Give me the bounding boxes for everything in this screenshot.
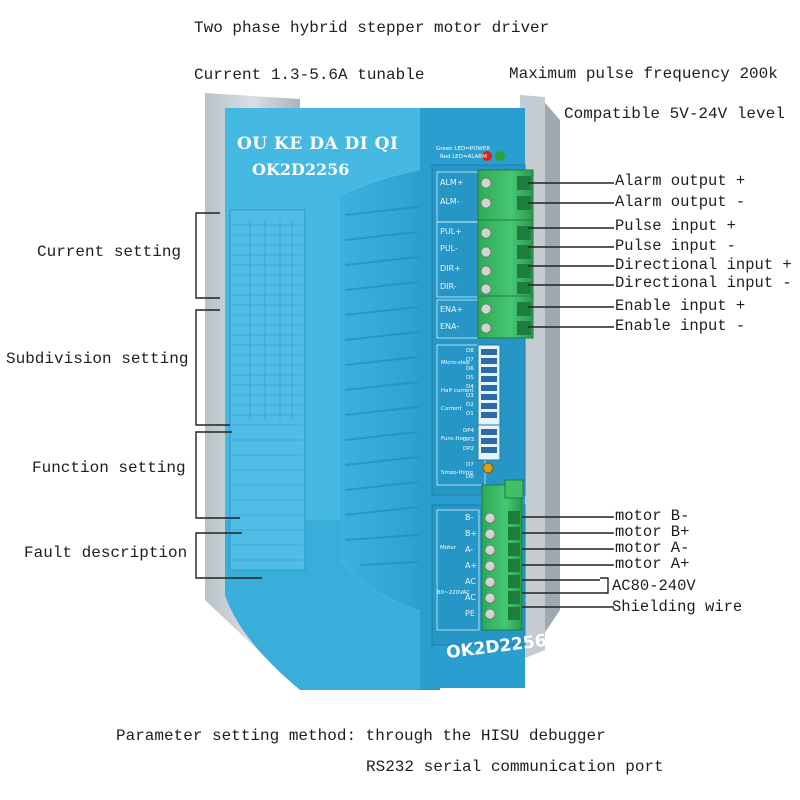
label-alarm-output-minus: Alarm output - xyxy=(615,193,746,211)
dip-group-label: Half current xyxy=(441,388,474,394)
dip-switch-label: D1 xyxy=(466,411,474,417)
led-legend-alarm: Red LED=ALARM xyxy=(440,154,487,160)
spec-current: Current 1.3-5.6A tunable xyxy=(194,66,425,84)
terminal-label: DIR+ xyxy=(440,264,461,273)
page-title: Two phase hybrid stepper motor driver xyxy=(194,19,550,37)
label-directional-input-plus: Directional input + xyxy=(615,256,792,274)
label-enable-input-minus: Enable input - xyxy=(615,317,746,335)
spec-compat: Compatible 5V-24V level xyxy=(564,105,785,123)
body-grooves xyxy=(344,206,419,566)
motor-group-label: Motor xyxy=(440,545,456,551)
dip-switch-label: D8 xyxy=(466,348,474,354)
brand-name: OU KE DA DI QI xyxy=(237,134,399,154)
led-legend-power: Green LED=POWER xyxy=(436,146,491,152)
callout-lines xyxy=(522,182,614,608)
dip-group-label: Smoo-thing xyxy=(441,470,473,476)
terminal-label: DIR- xyxy=(440,282,457,291)
terminal-label: AC xyxy=(465,577,476,586)
footer-port: RS232 serial communication port xyxy=(366,758,664,776)
label-function-setting: Function setting xyxy=(32,459,186,477)
terminal-label: B+ xyxy=(465,529,478,538)
dip-switch-label: D6 xyxy=(466,366,474,372)
terminal-label: PUL+ xyxy=(440,227,462,236)
signal-connectors xyxy=(477,169,534,339)
power-motor-connector xyxy=(481,479,524,631)
label-directional-input-minus: Directional input - xyxy=(615,274,792,292)
dip-group-label: Func-tion xyxy=(441,436,467,442)
terminal-label: ENA- xyxy=(440,322,460,331)
dip-group-label: Micro-step xyxy=(441,360,470,366)
terminal-label: A+ xyxy=(465,561,478,570)
terminal-label: ENA+ xyxy=(440,305,464,314)
label-shielding-wire: Shielding wire xyxy=(612,598,743,616)
label-ac-input: AC80-240V xyxy=(612,577,696,595)
label-motor-b-minus: motor B- xyxy=(615,507,690,525)
dip-switch-bank xyxy=(477,344,501,474)
label-motor-a-minus: motor A- xyxy=(615,539,690,557)
terminal-label: PUL- xyxy=(440,244,458,253)
status-leds xyxy=(482,151,505,161)
dip-switch-label: D3 xyxy=(466,393,474,399)
dip-switch-label: DP4 xyxy=(463,428,475,434)
spec-max-pulse: Maximum pulse frequency 200k xyxy=(509,65,778,83)
dip-switch-label: DP3 xyxy=(463,437,475,443)
terminal-label: A- xyxy=(465,545,474,554)
dip-switch-label: D5 xyxy=(466,375,474,381)
label-current-setting: Current setting xyxy=(37,243,182,261)
label-alarm-output-plus: Alarm output + xyxy=(615,172,746,190)
label-brackets xyxy=(195,212,609,594)
terminal-label: B- xyxy=(465,513,474,522)
dip-switch-label: D7 xyxy=(466,357,474,363)
dip-switch-label: D2 xyxy=(466,402,474,408)
footer-method: Parameter setting method: through the HI… xyxy=(116,727,606,745)
label-pulse-input-plus: Pulse input + xyxy=(615,217,736,235)
terminal-label: PE xyxy=(465,609,475,618)
label-motor-b-plus: motor B+ xyxy=(615,523,690,541)
terminal-label: ALM+ xyxy=(440,178,464,187)
spec-label-sheet xyxy=(229,209,306,571)
label-pulse-input-minus: Pulse input - xyxy=(615,237,736,255)
label-fault-description: Fault description xyxy=(24,544,188,562)
dip-switch-label: D4 xyxy=(466,384,474,390)
model-name-top: OK2D2256 xyxy=(252,160,350,179)
led-green xyxy=(495,151,505,161)
terminal-label: ALM- xyxy=(440,197,460,206)
dip-switch-label: DP2 xyxy=(463,446,475,452)
power-group-label: 80~220VAC xyxy=(437,590,471,596)
label-subdivision-setting: Subdivision setting xyxy=(6,350,189,368)
led-red xyxy=(482,151,492,161)
terminal-label: AC xyxy=(465,593,476,602)
dip-switch-label: D7 xyxy=(466,462,474,468)
label-motor-a-plus: motor A+ xyxy=(615,555,690,573)
dip-group-label: Current xyxy=(441,406,462,412)
label-enable-input-plus: Enable input + xyxy=(615,297,746,315)
dip-switch-label: D0 xyxy=(466,474,474,480)
